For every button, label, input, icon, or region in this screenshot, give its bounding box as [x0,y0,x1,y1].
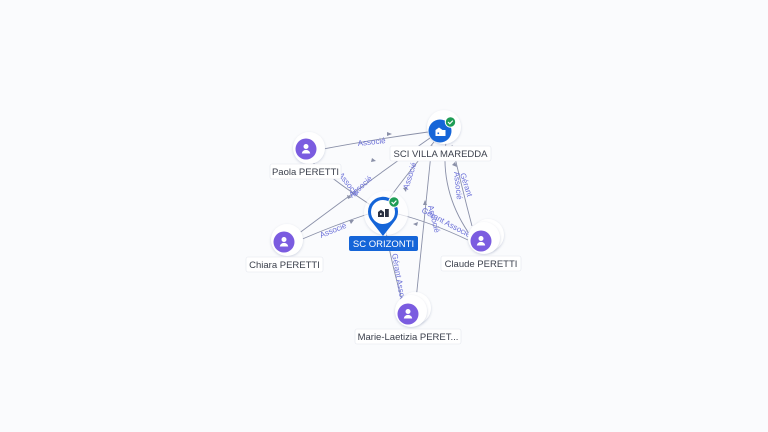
node-sci-villa-maredda[interactable]: SCI VILLA MAREDDA [389,110,492,162]
edge-arrows [347,132,457,226]
building-icon [378,209,389,217]
arrow-head [347,195,352,199]
arrow-head [452,162,457,167]
node-chiara-peretti[interactable]: Chiara PERETTI [245,224,324,273]
arrow-head [403,187,407,192]
person-icon [301,144,311,154]
person-icon [279,237,289,247]
node-claude-peretti[interactable]: Claude PERETTI [440,219,522,272]
verified-icon [388,196,400,208]
verified-icon [444,116,457,128]
edge-label-chiara-orizonti: Associé [318,221,348,240]
building-icon [435,127,446,136]
edge-marie-villa[interactable] [415,143,433,301]
edge-label-marie-villa: Associé [426,204,442,234]
person-icon [403,309,413,319]
node-label: Claude PERETTI [445,259,518,270]
node-marie-laetizia-peretti[interactable]: Marie-Laetizia PERET... [354,292,462,345]
arrow-head [413,222,418,226]
node-label: SCI VILLA MAREDDA [394,149,489,160]
edge-label-claude-villa-associe: Associé [452,171,464,200]
node-label: Marie-Laetizia PERET... [358,332,459,343]
edge-label-paola-villa: Associé [357,136,386,148]
node-label: Paola PERETTI [272,167,339,178]
arrow-head [387,132,392,136]
node-label: SC ORIZONTI [353,239,414,250]
node-paola-peretti[interactable]: Paola PERETTI [269,132,342,180]
node-sc-orizonti[interactable]: SC ORIZONTI [349,191,418,251]
person-icon [476,236,486,246]
node-label: Chiara PERETTI [249,260,320,271]
arrow-head [349,220,354,224]
arrow-head [371,158,376,162]
edge-chiara-orizonti[interactable] [299,213,369,241]
edge-paola-villa[interactable] [317,131,429,151]
edge-label-orizonti-villa: Associé [401,161,418,191]
arrow-head [423,200,427,205]
